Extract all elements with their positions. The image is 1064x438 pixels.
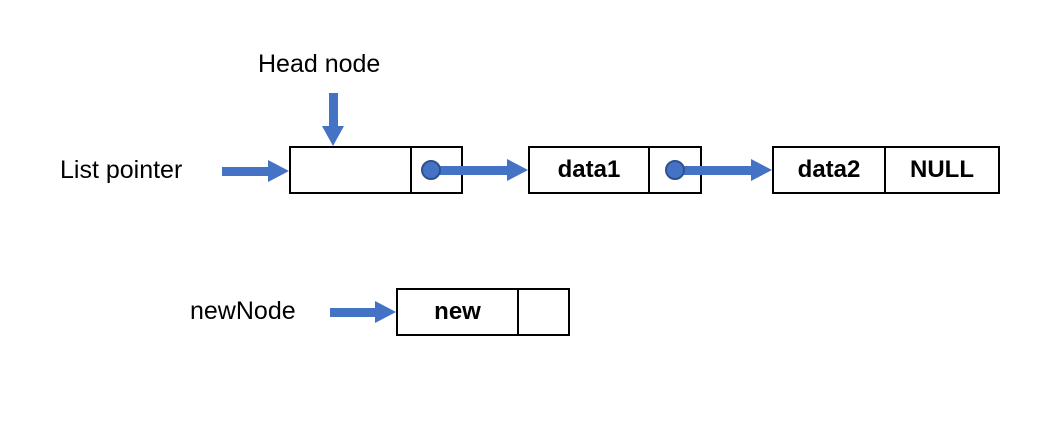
head-node-pointer-cell [410,148,461,192]
node-new-data-cell: new [434,298,481,325]
head-node-label: Head node [258,50,381,78]
node-data2[interactable]: data2 NULL [772,146,1000,194]
node-data2-data-cell: data2 [797,156,861,183]
head-node-data-cell [291,148,410,192]
node-data1-data-cell: data1 [557,156,621,183]
data1-to-data2-arrow-head [751,159,772,181]
head-node-pointer-dot [421,160,441,180]
node-data2-pointer-cell: NULL [884,148,998,192]
data1-pointer-dot [665,160,685,180]
head-to-data1-arrow-head [507,159,528,181]
node-new[interactable]: new [396,288,570,336]
newnode-arrow-head [375,301,396,323]
head-node-arrow-head [322,126,344,146]
head-node-arrow-shaft [329,93,338,127]
head-to-data1-arrow-shaft [431,166,508,175]
list-pointer-arrow-shaft [222,167,269,176]
newnode-arrow-shaft [330,308,376,317]
node-data1-pointer-cell [648,148,700,192]
new-node-label: newNode [190,297,296,325]
list-pointer-label: List pointer [60,156,183,184]
list-pointer-arrow-head [268,160,289,182]
node-new-pointer-cell [517,290,568,334]
data1-to-data2-arrow-shaft [675,166,752,175]
